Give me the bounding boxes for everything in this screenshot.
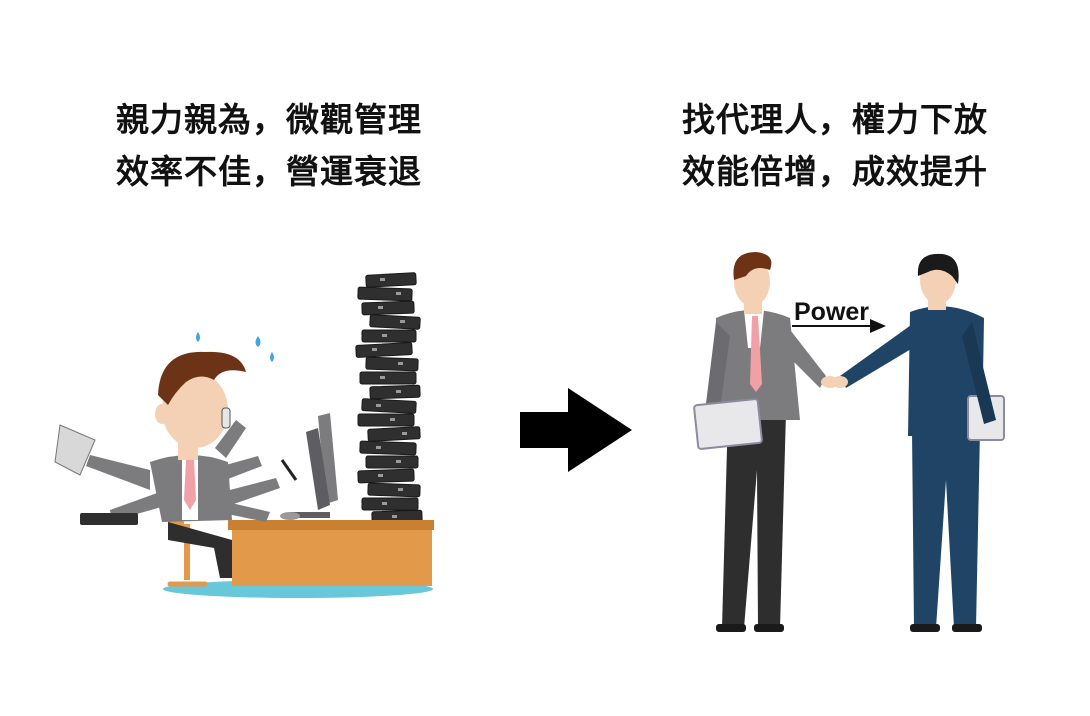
sweat-drop-icon [255,336,261,347]
right-caption-line-2: 效能倍增，成效提升 [682,152,988,191]
right-arrow-icon [520,388,632,472]
sweat-drop-icon [196,332,200,342]
tie [184,460,196,510]
monitor [290,413,338,518]
desk [228,520,434,586]
left-caption: 親力親為，微觀管理 效率不佳，營運衰退 [116,94,422,198]
held-binder [80,513,138,525]
right-caption: 找代理人，權力下放 效能倍增，成效提升 [682,94,988,198]
pen [280,459,298,481]
navy-suit-man [832,253,1005,632]
worried-face [155,351,246,460]
paper-sheet [54,424,96,476]
legs [168,522,232,578]
power-label: Power [794,298,869,326]
power-arrow-head-icon [870,319,886,333]
binder-stack [355,272,423,525]
overworked-businessman-illustration [54,272,434,598]
handshake-delegation-illustration: Power [693,252,1005,632]
right-caption-line-1: 找代理人，權力下放 [682,100,988,139]
sweat-drop-icon [270,352,274,362]
left-caption-line-2: 效率不佳，營運衰退 [116,152,422,191]
mouse [280,512,300,520]
left-caption-line-1: 親力親為，微觀管理 [116,100,422,139]
